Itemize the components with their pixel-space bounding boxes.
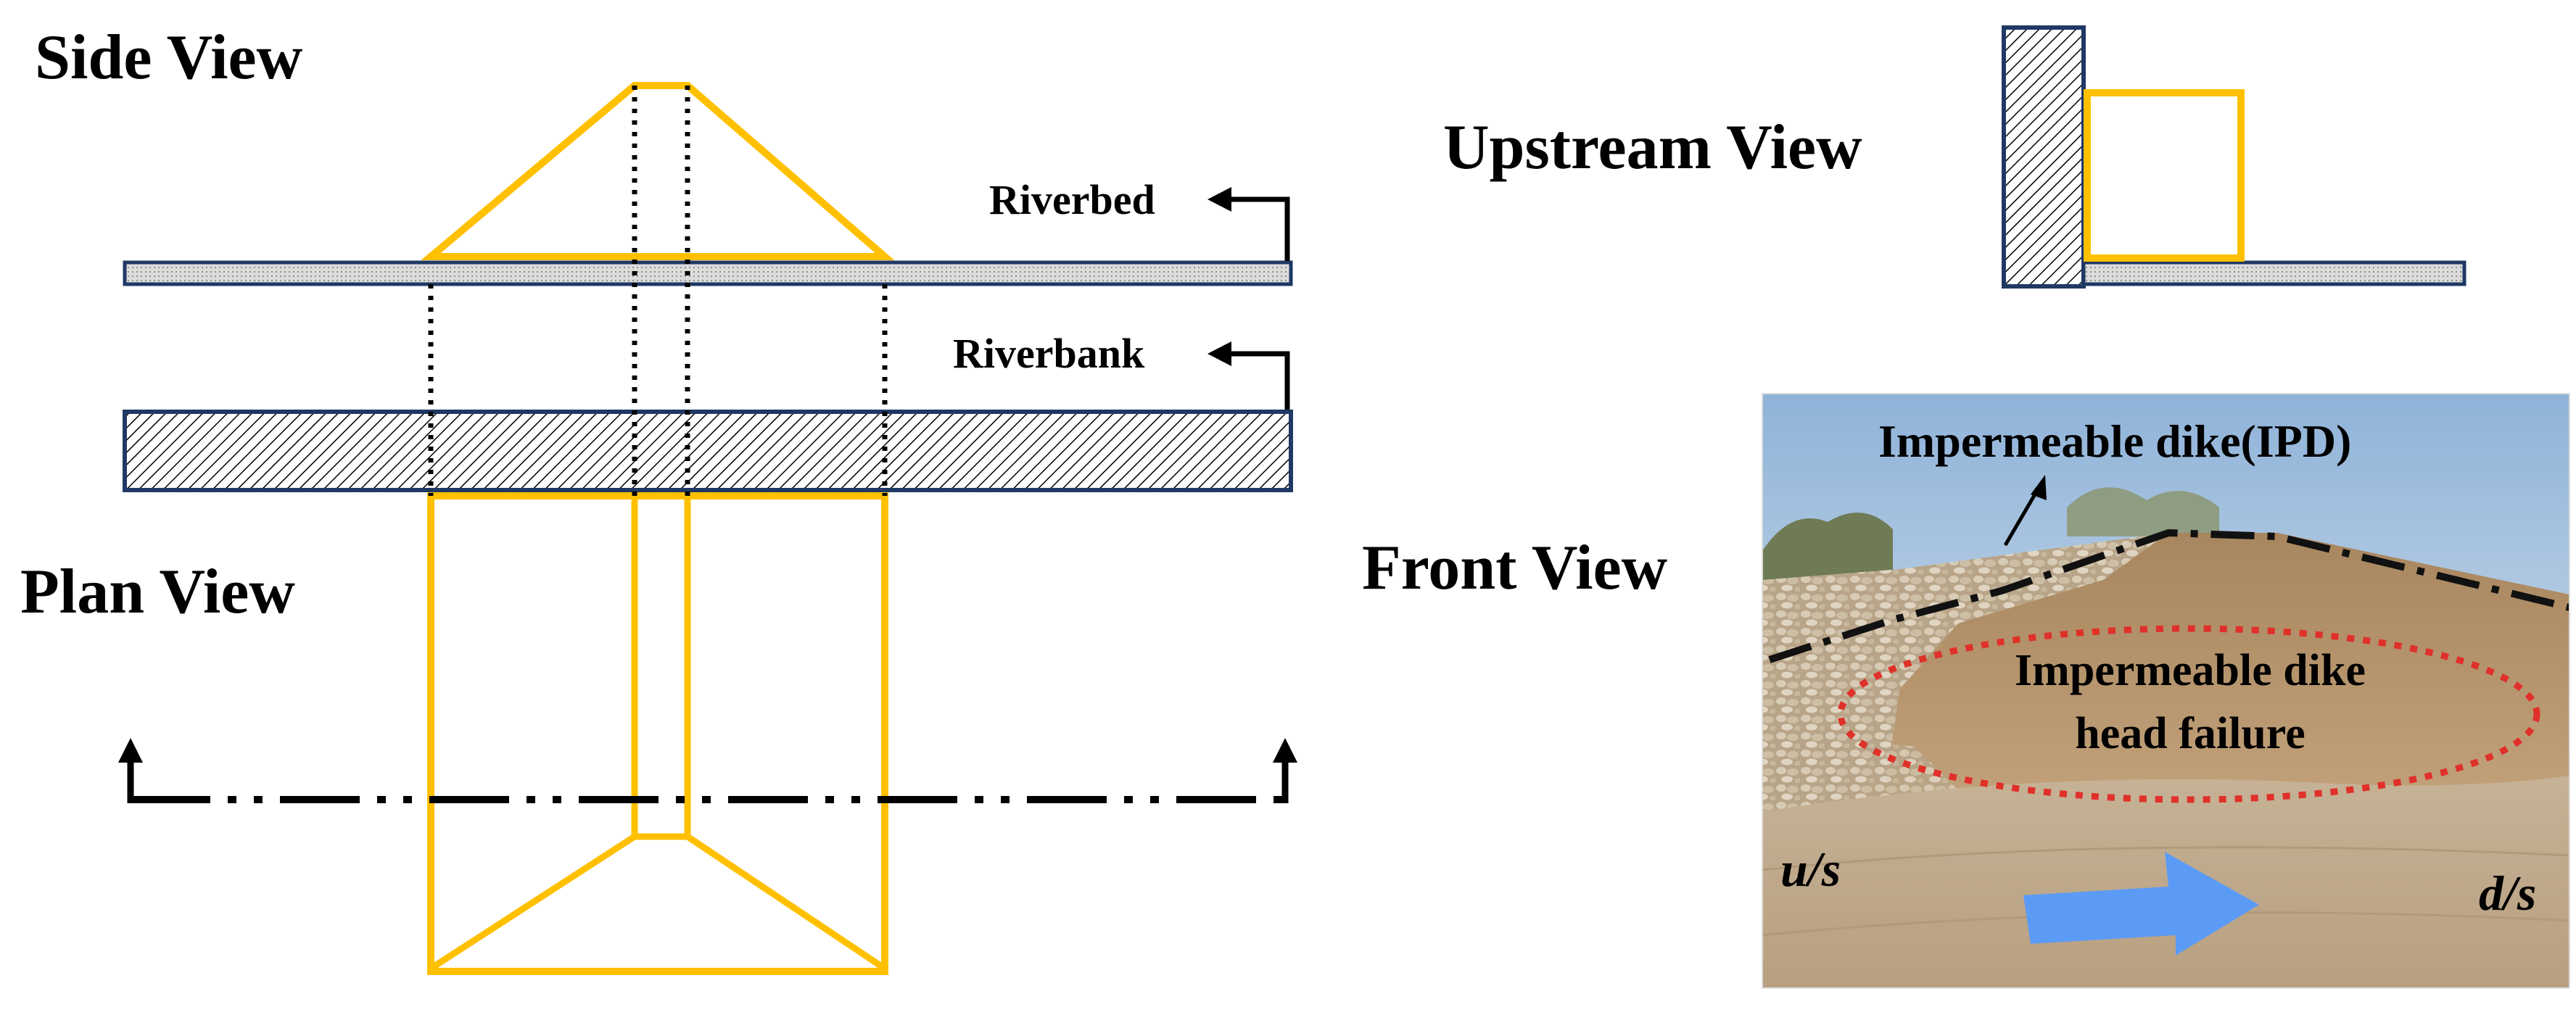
dike-side-profile [421, 82, 895, 260]
flow-direction-arrow [2023, 852, 2259, 955]
upstream-mark: u/s [1780, 842, 1841, 897]
front-view-photo [1762, 394, 2569, 988]
riverbank-label: Riverbank [953, 330, 1145, 377]
failure-zone-ring [1837, 625, 2540, 803]
upstream-riverbed-strip [2081, 260, 2466, 286]
failure-label-line1: Impermeable dike [2015, 646, 2366, 695]
dike-plan-outline [427, 492, 888, 975]
upstream-bank-wall [2002, 25, 2086, 289]
front-view-title: Front View [1362, 533, 1668, 603]
dike-crest-line [1768, 528, 2569, 663]
plan-view-title: Plan View [20, 557, 295, 627]
projection-lines [428, 86, 888, 496]
section-line [118, 738, 1297, 803]
riverbank-section-arrow [1222, 351, 1290, 410]
failure-label-line2: head failure [2075, 709, 2305, 758]
upstream-view [2002, 25, 2466, 289]
riverbank-strip [123, 410, 1293, 492]
plan-view: Riverbank [118, 86, 1297, 975]
downstream-mark: d/s [2479, 866, 2536, 921]
dike-crest-strip [631, 492, 691, 840]
side-view: Riverbed [123, 82, 1293, 286]
riverbed-label: Riverbed [989, 176, 1155, 223]
dike-label: Impermeable dike(IPD) [1878, 415, 2351, 467]
riverbed-strip [123, 260, 1293, 286]
upstream-dike-section [2084, 89, 2245, 262]
upstream-view-title: Upstream View [1443, 112, 1862, 183]
riverbed-section-arrow [1222, 196, 1290, 261]
side-view-title: Side View [35, 22, 303, 93]
